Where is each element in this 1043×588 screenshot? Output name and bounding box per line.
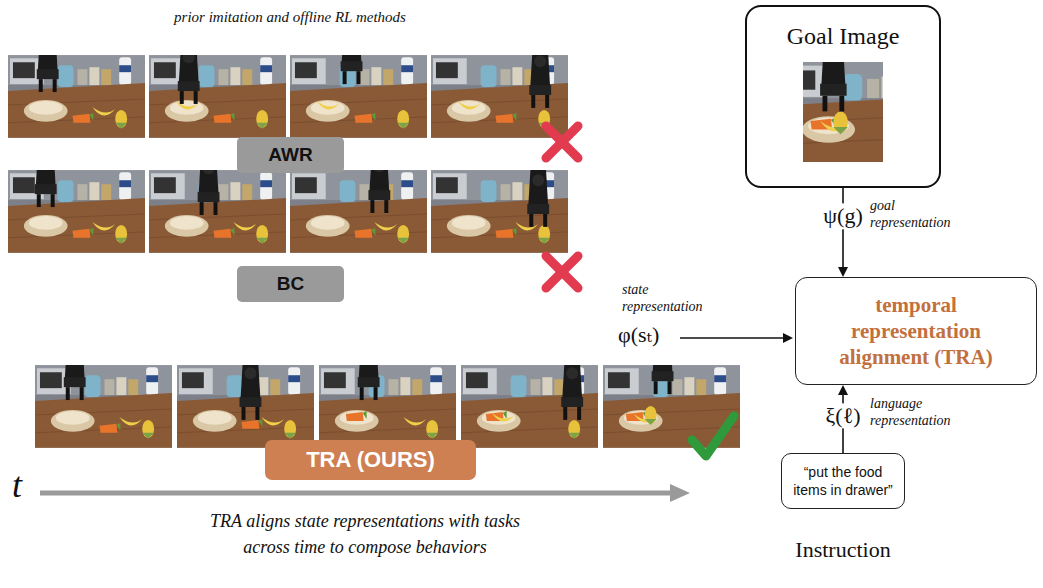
photo-frame (461, 332, 598, 448)
math-symbol: φ(sₜ) (618, 322, 678, 348)
photo-frame (35, 312, 172, 448)
edge-label: ξ(ℓ) (823, 403, 864, 428)
box-text: Goal Image (787, 23, 900, 50)
annotation: language representation (870, 396, 965, 430)
method-tag: BC (237, 266, 344, 302)
method-tag: TRA (OURS) (265, 440, 476, 480)
tra-rollout (35, 306, 740, 448)
awr-rollout (8, 0, 568, 138)
arrow-head (838, 385, 848, 395)
fail-mark (546, 126, 578, 158)
goal-image-box: Goal Image (745, 5, 941, 188)
method-tag: AWR (237, 137, 344, 173)
photo-frame (8, 119, 145, 253)
arrow-head (838, 267, 848, 277)
section-heading: prior imitation and offline RL methods (120, 8, 460, 26)
photo-frame (177, 332, 314, 448)
box-heading: Instruction (795, 536, 890, 565)
bc-rollout (8, 119, 568, 253)
connector-arrow (838, 188, 848, 277)
tra-box: temporal representation alignment (TRA) (795, 277, 1037, 385)
photo-frame (8, 4, 145, 138)
box-text: AWR (268, 144, 312, 166)
time-axis (40, 484, 690, 502)
photo-frame (319, 312, 456, 448)
fail-mark (546, 256, 578, 288)
success-mark (692, 416, 734, 456)
photo-frame (149, 16, 286, 138)
box-text: “put the food items in drawer” (790, 463, 896, 499)
photo-frame (603, 306, 740, 448)
figure-caption: TRA aligns state representations with ta… (210, 508, 520, 560)
goal-photo (783, 4, 949, 162)
edge-label: ψ(g) (820, 204, 865, 229)
annotation: state representation (622, 282, 714, 316)
box-text: BC (277, 273, 304, 295)
box-text: temporal representation alignment (TRA) (827, 292, 1005, 371)
instruction-box: “put the food items in drawer”Instructio… (781, 453, 905, 509)
axis-label: t (12, 464, 36, 507)
state-arrow (680, 333, 793, 343)
box-text: TRA (OURS) (306, 447, 435, 473)
annotation: goal representation (870, 198, 965, 232)
photo-frame (431, 20, 568, 138)
